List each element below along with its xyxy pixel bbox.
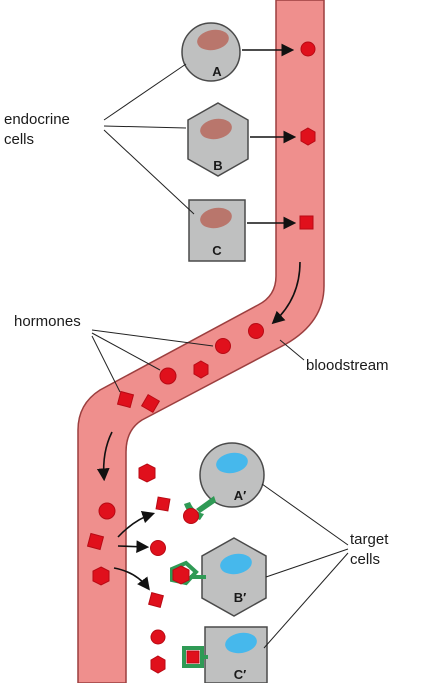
free-hormones-group	[138, 463, 171, 674]
hormone-square	[299, 215, 314, 230]
target-cell-b-label: B′	[234, 590, 247, 605]
bound-hormone-b	[172, 565, 190, 585]
endocrine-cell-b: B	[187, 102, 249, 177]
exit-arrow-2	[117, 540, 150, 554]
hormone-square	[148, 592, 164, 608]
nucleus-b-prime	[220, 553, 252, 575]
bound-hormone-c	[186, 650, 200, 664]
hormone-hexagon	[92, 566, 110, 586]
endocrine-cell-a: A	[181, 22, 241, 82]
hormone-hexagon	[300, 127, 316, 146]
hormone-circle	[248, 323, 264, 339]
bloodstream-vessel	[77, 0, 325, 683]
exit-arrow-1	[117, 510, 156, 538]
hormones-group	[86, 41, 316, 586]
hormone-circle	[98, 502, 116, 520]
target-cell-b: B′	[201, 537, 267, 617]
hormone-square	[116, 390, 135, 409]
nucleus-c	[200, 207, 232, 229]
hormone-square	[155, 496, 171, 512]
exit-arrow-3	[113, 567, 150, 591]
endocrine-label-line1: endocrine	[4, 111, 70, 128]
hormone-hexagon	[193, 360, 209, 379]
target-cell-c-label: C′	[234, 667, 247, 682]
endocrine-cell-b-label: B	[213, 158, 222, 173]
hormone-circle	[150, 629, 166, 645]
target-leader-lines	[261, 483, 349, 649]
target-cell-a-label: A′	[234, 488, 247, 503]
endocrine-label-line2: cells	[4, 131, 34, 148]
hormone-square	[86, 532, 105, 551]
endocrine-leader-lines	[103, 63, 195, 215]
bound-hormone-a	[183, 508, 199, 524]
flow-arrow-upper	[271, 261, 301, 325]
nucleus-a	[197, 29, 229, 51]
hormones-label: hormones	[14, 313, 81, 330]
hormone-circle	[150, 540, 166, 556]
hormone-square	[140, 393, 161, 414]
target-cell-c: C′	[204, 626, 268, 683]
nucleus-b	[200, 118, 232, 140]
target-cell-a: A′	[199, 442, 265, 508]
hormone-circle	[159, 367, 177, 385]
hormone-circle	[300, 41, 316, 57]
target-label-line2: cells	[350, 551, 380, 568]
endocrine-cell-c: C	[188, 199, 246, 262]
endocrine-cell-c-label: C	[212, 243, 222, 258]
hormones-leader-lines	[91, 329, 214, 393]
hormone-hexagon	[150, 655, 166, 674]
bloodstream-leader-line	[279, 339, 305, 361]
nucleus-c-prime	[225, 632, 257, 654]
hormone-hexagon	[138, 463, 156, 483]
target-label-line1: target	[350, 531, 389, 548]
bloodstream-label: bloodstream	[306, 357, 389, 374]
hormone-circle	[215, 338, 231, 354]
nucleus-a-prime	[216, 452, 248, 474]
flow-arrow-lower	[96, 431, 113, 482]
endocrine-cell-a-label: A	[212, 64, 222, 79]
